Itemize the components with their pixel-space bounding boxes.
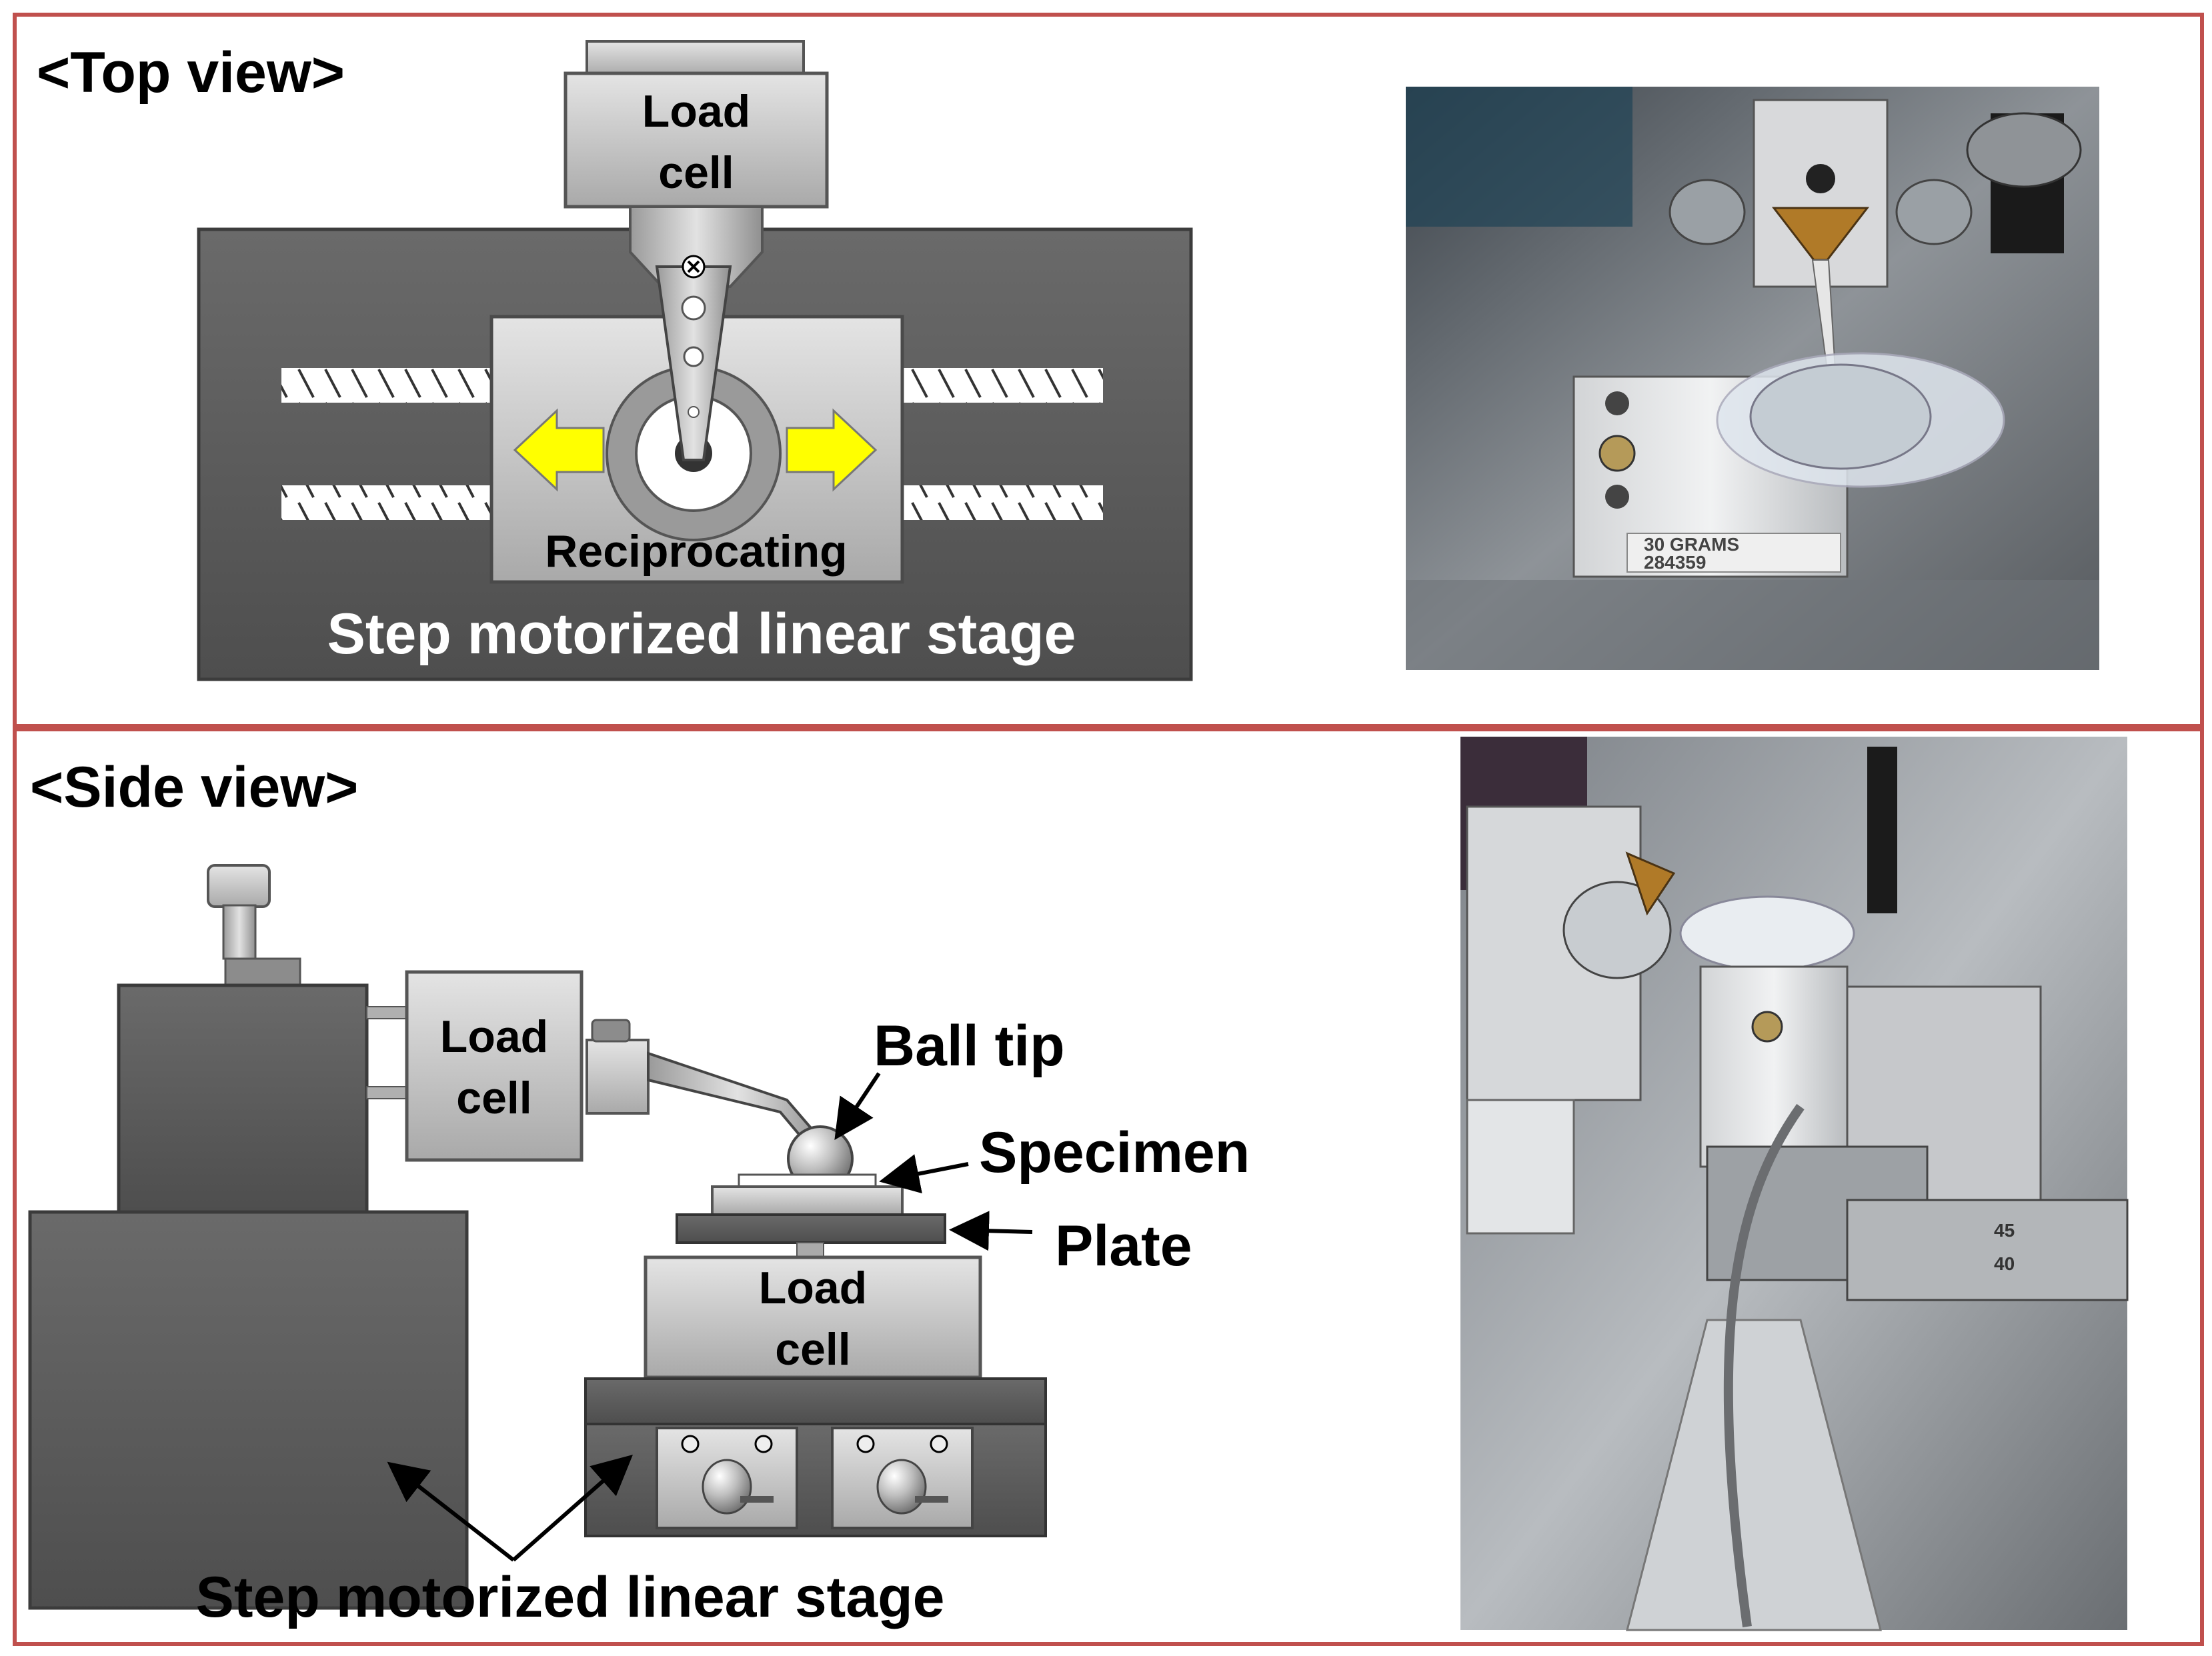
side-photo-micrometer: [1846, 1199, 2129, 1301]
top-photo-table: [1406, 580, 2099, 670]
top-photo-sticker-text-1: 30 GRAMS: [1644, 534, 1739, 555]
top-view-heading: <Top view>: [37, 41, 345, 105]
top-load-cell-cap: [586, 40, 805, 77]
screw-cross: [687, 260, 700, 273]
side-specimen: [738, 1173, 877, 1188]
stage-knob-left-icon: [702, 1459, 752, 1515]
side-lower-stage: [28, 1210, 469, 1610]
side-knob-top: [207, 864, 271, 908]
side-photo-bolt: [1751, 1011, 1783, 1043]
side-base-load-cell-label-1: Load: [759, 1263, 867, 1313]
side-stage-label: Step motorized linear stage: [195, 1565, 944, 1629]
side-photo-load-cell: [1699, 965, 1849, 1168]
side-photo-micrometer-mark-2: 40: [1994, 1253, 2015, 1274]
side-plate-post: [796, 1242, 824, 1258]
side-base-load-cell-label-2: cell: [775, 1324, 850, 1375]
specimen-label: Specimen: [979, 1121, 1250, 1185]
top-photo-bolt-3: [1605, 485, 1629, 509]
side-photo-rail: [1626, 1319, 1882, 1631]
top-photo-sticker-text-2: 284359: [1644, 552, 1706, 573]
side-arm-load-cell-label-1: Load: [440, 1011, 548, 1062]
side-plate: [676, 1213, 946, 1244]
ball-tip-label: Ball tip: [874, 1014, 1065, 1078]
arm-hole-1: [681, 295, 706, 321]
side-arm-clamp-knob: [591, 1019, 631, 1043]
screw-icon-2: [754, 1435, 773, 1453]
top-stage-label: Step motorized linear stage: [327, 602, 1076, 666]
arm-hole-2: [683, 346, 704, 367]
top-photo-cloth: [1406, 87, 1632, 227]
specimen-pointer: [879, 1154, 969, 1194]
top-photo-specimen: [1749, 363, 1932, 470]
side-photo-wire: [1723, 1103, 1805, 1627]
side-photo-brass-clamp: [1625, 851, 1676, 916]
stage-knob-right-icon: [876, 1459, 927, 1515]
side-photo-specimen: [1679, 895, 1855, 971]
stage-knob-right-slot: [915, 1496, 948, 1503]
right-arrow-icon: [786, 408, 878, 492]
top-photo-knob-right: [1895, 179, 1973, 245]
stage-pointer-left: [387, 1461, 515, 1562]
ball-tip-pointer: [834, 1072, 881, 1140]
screw-icon-4: [930, 1435, 948, 1453]
top-photo-mount-hole: [1806, 164, 1835, 193]
side-connector-rod-2: [366, 1086, 407, 1099]
side-view-photo: 45 40: [1460, 737, 2129, 1631]
top-load-cell: [564, 71, 829, 209]
stage-pointer-right: [512, 1455, 633, 1562]
side-base-stage-body: [584, 1423, 1047, 1537]
top-load-cell-label-2: cell: [658, 147, 734, 198]
side-knob-bracket: [224, 957, 301, 987]
side-specimen-holder: [711, 1185, 904, 1216]
stage-knob-left-slot: [740, 1496, 774, 1503]
screw-icon-1: [681, 1435, 700, 1453]
top-view-photo: 30 GRAMS 284359: [1406, 87, 2099, 670]
side-upper-stage: [117, 983, 369, 1214]
reciprocating-label: Reciprocating: [545, 526, 847, 577]
left-arrow-icon: [513, 408, 605, 492]
arm-hole-3: [688, 406, 700, 418]
side-photo-micrometer-mark-1: 45: [1994, 1220, 2015, 1241]
plate-pointer: [949, 1211, 1033, 1251]
side-connector-rod-1: [366, 1006, 407, 1019]
plate-label: Plate: [1055, 1214, 1192, 1278]
top-photo-knob-left: [1669, 179, 1746, 245]
side-base-stage-top: [584, 1377, 1047, 1425]
side-view-heading: <Side view>: [30, 755, 358, 819]
side-photo-cable: [1867, 747, 1897, 913]
side-photo-post: [1466, 1099, 1575, 1235]
side-arm-clamp: [586, 1039, 650, 1115]
side-knob-shaft: [222, 904, 257, 960]
top-photo-motor-cap: [1966, 112, 2082, 188]
side-arm-load-cell: [405, 970, 584, 1162]
screw-icon-3: [856, 1435, 875, 1453]
top-photo-sticker: [1626, 533, 1841, 573]
top-load-cell-label-1: Load: [642, 86, 750, 137]
side-base-load-cell: [644, 1255, 982, 1379]
top-photo-bolt-1: [1605, 391, 1629, 415]
top-photo-bolt-2: [1598, 435, 1636, 472]
side-arm-load-cell-label-2: cell: [456, 1073, 531, 1123]
